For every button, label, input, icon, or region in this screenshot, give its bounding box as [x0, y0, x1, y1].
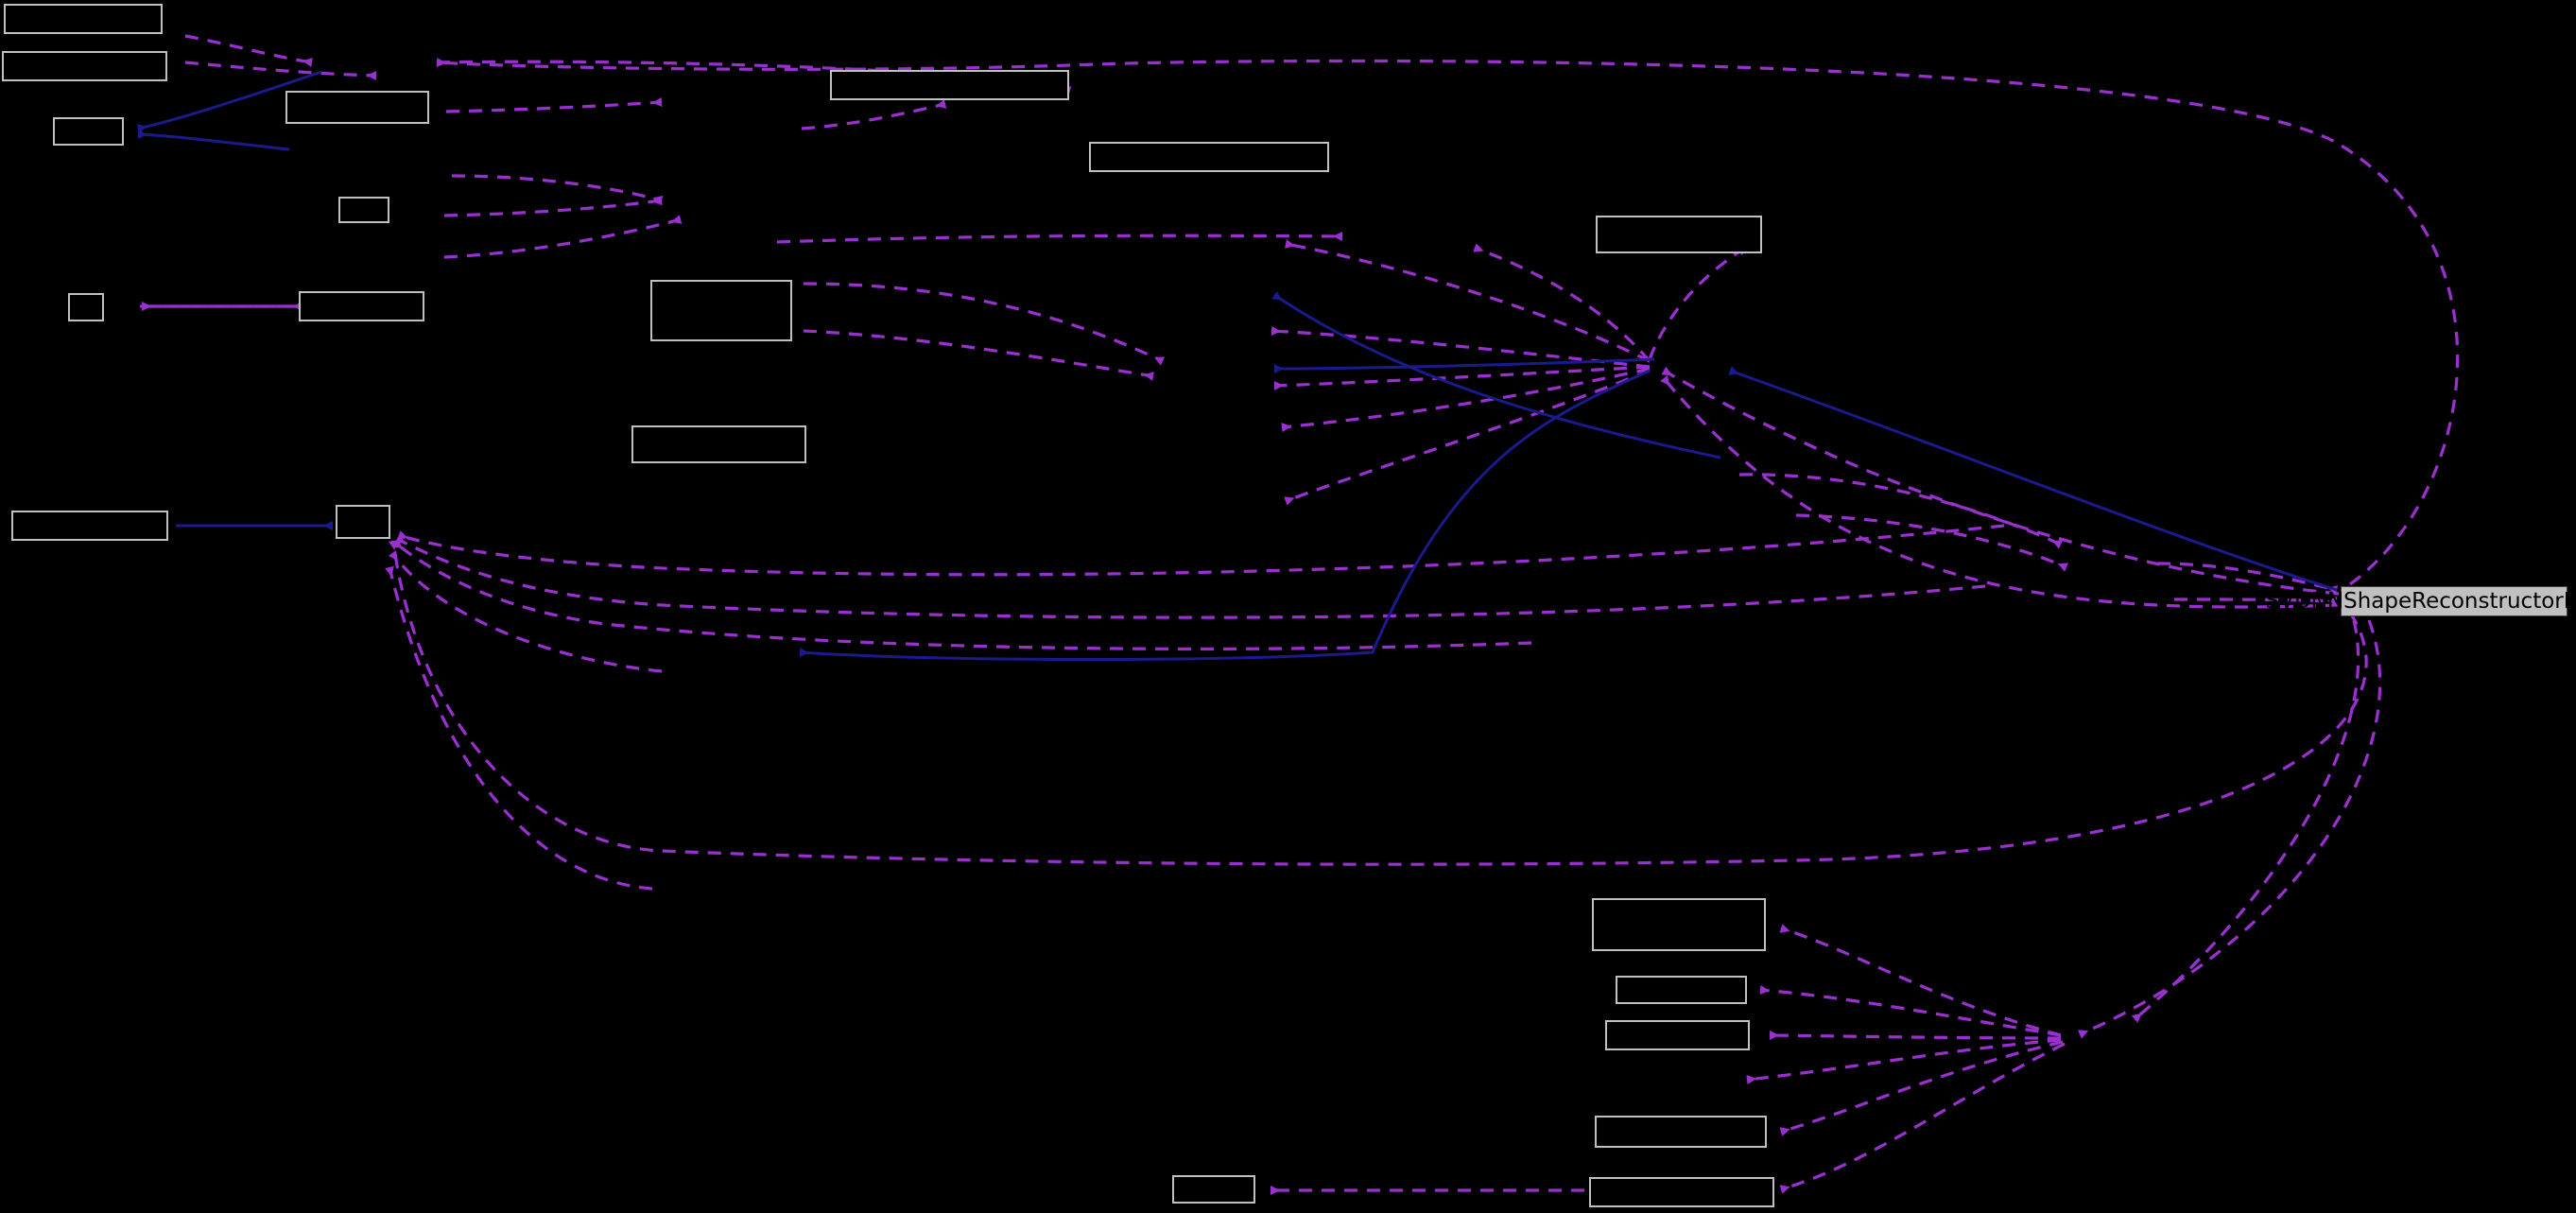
graph-node[interactable]: [1616, 976, 1747, 1004]
graph-node[interactable]: [285, 91, 429, 124]
graph-node[interactable]: [1592, 898, 1766, 951]
graph-node[interactable]: [1595, 1116, 1767, 1148]
graph-node[interactable]: [1605, 1020, 1750, 1050]
graph-node[interactable]: [1589, 1177, 1774, 1207]
graph-node[interactable]: [11, 511, 168, 541]
graph-node[interactable]: [53, 117, 124, 146]
graph-node[interactable]: [1596, 216, 1762, 253]
graph-node[interactable]: [338, 197, 389, 223]
graph-node[interactable]: [299, 291, 424, 321]
graph-node[interactable]: [830, 70, 1069, 100]
focus-node-svdnnshapereconstructormodule[interactable]: SVDNNShapeReconstructorModule: [2266, 586, 2576, 616]
graph-node[interactable]: [650, 280, 792, 341]
graph-node[interactable]: [2, 51, 167, 81]
focus-node-label: SVDNNShapeReconstructorModule: [2265, 588, 2576, 614]
graph-node[interactable]: [1172, 1175, 1255, 1204]
graph-node[interactable]: [4, 4, 163, 34]
dashed-edge-group: [140, 34, 2460, 1195]
graph-node[interactable]: [631, 425, 806, 463]
solid-edge-group: [136, 70, 2338, 661]
graph-node[interactable]: [68, 293, 104, 321]
graph-node[interactable]: [336, 505, 390, 539]
graph-node[interactable]: [1089, 142, 1329, 172]
